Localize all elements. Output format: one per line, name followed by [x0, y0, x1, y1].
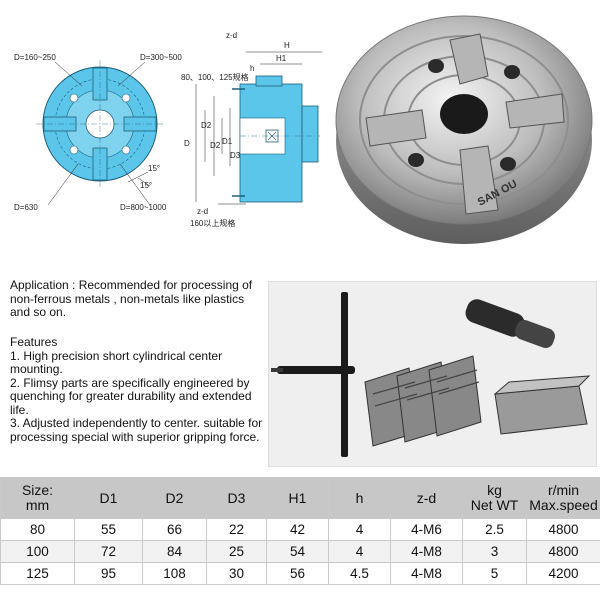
cell-h: 4: [328, 540, 391, 563]
cell-d3: 25: [206, 540, 267, 563]
cell-net-wt: 3: [462, 540, 527, 563]
label-D2-inner: D2: [210, 141, 221, 150]
label-H1: H1: [276, 54, 287, 63]
label-zd-top: z-d: [226, 31, 237, 40]
cell-d3: 30: [206, 562, 267, 585]
cell-z-d: 4-M8: [390, 540, 463, 563]
cell-h1: 42: [266, 518, 329, 541]
application-text: Application : Recommended for processing…: [10, 278, 253, 319]
cell-max-speed: 4800: [526, 540, 600, 563]
table-row: 125 95 108 30 56 4.5 4-M8 5 4200: [0, 562, 600, 585]
header-d1: D1: [74, 477, 143, 519]
front-view: [36, 60, 164, 206]
label-d-630: D=630: [14, 203, 38, 212]
chuck-bore: [440, 94, 488, 134]
cell-net-wt: 2.5: [462, 518, 527, 541]
chuck-product-photo: SAN OU: [335, 15, 593, 244]
label-angle-15-b: 15°: [140, 181, 152, 190]
jaw-set-image: [364, 355, 482, 447]
label-D3: D3: [230, 151, 241, 160]
cell-h1: 54: [266, 540, 329, 563]
cell-size: 80: [0, 518, 75, 541]
label-H: H: [284, 41, 290, 50]
wrench-image: [271, 292, 355, 457]
cell-h: 4: [328, 518, 391, 541]
cell-h1: 56: [266, 562, 329, 585]
cell-d3: 22: [206, 518, 267, 541]
table-row: 100 72 84 25 54 4 4-M8 3 4800: [0, 540, 600, 563]
header-d2: D2: [142, 477, 207, 519]
cell-max-speed: 4200: [526, 562, 600, 585]
label-angle-15-a: 15°: [148, 164, 160, 173]
label-D: D: [184, 139, 190, 148]
feature-item-3: 3. Adjusted independently to center. sui…: [10, 416, 263, 444]
feature-item-2: 2. Flimsy parts are specifically enginee…: [10, 375, 252, 417]
label-d-300-500: D=300~500: [140, 53, 182, 62]
feature-item-1: 1. High precision short cylindrical cent…: [10, 348, 223, 376]
cell-d2: 108: [142, 562, 207, 585]
screw-image: [465, 299, 555, 348]
cell-z-d: 4-M6: [390, 518, 463, 541]
label-D2-outer: D2: [201, 121, 212, 130]
features-block: Features 1. High precision short cylindr…: [10, 335, 265, 444]
cell-d2: 84: [142, 540, 207, 563]
cell-d1: 72: [74, 540, 143, 563]
header-d3: D3: [206, 477, 267, 519]
cell-net-wt: 5: [462, 562, 527, 585]
cell-size: 125: [0, 562, 75, 585]
label-d-160-250: D=160~250: [14, 53, 56, 62]
cell-d1: 55: [74, 518, 143, 541]
label-zd-bottom: z-d: [197, 207, 208, 216]
label-sizes-note: 80、100、125规格: [181, 72, 249, 82]
cell-size: 100: [0, 540, 75, 563]
header-h1: H1: [266, 477, 329, 519]
cell-max-speed: 4800: [526, 518, 600, 541]
accessories-photo: [268, 281, 597, 467]
features-title: Features: [10, 335, 58, 349]
label-sizes-note-bottom: 160以上规格: [190, 218, 235, 228]
header-h: h: [328, 477, 391, 519]
serrated-jaw-image: [493, 375, 591, 435]
cell-d2: 66: [142, 518, 207, 541]
table-row: 80 55 66 22 42 4 4-M6 2.5 4800: [0, 518, 600, 541]
label-D1: D1: [222, 137, 233, 146]
cell-z-d: 4-M8: [390, 562, 463, 585]
header-z-d: z-d: [390, 477, 463, 519]
technical-drawing: D=160~250 D=300~500 D=630 D=800~1000 15°…: [14, 31, 322, 228]
side-view: [195, 51, 322, 205]
cell-d1: 95: [74, 562, 143, 585]
header-size: Size:mm: [0, 477, 75, 519]
label-h: h: [250, 64, 254, 73]
cell-h: 4.5: [328, 562, 391, 585]
label-d-800-1000: D=800~1000: [120, 203, 167, 212]
